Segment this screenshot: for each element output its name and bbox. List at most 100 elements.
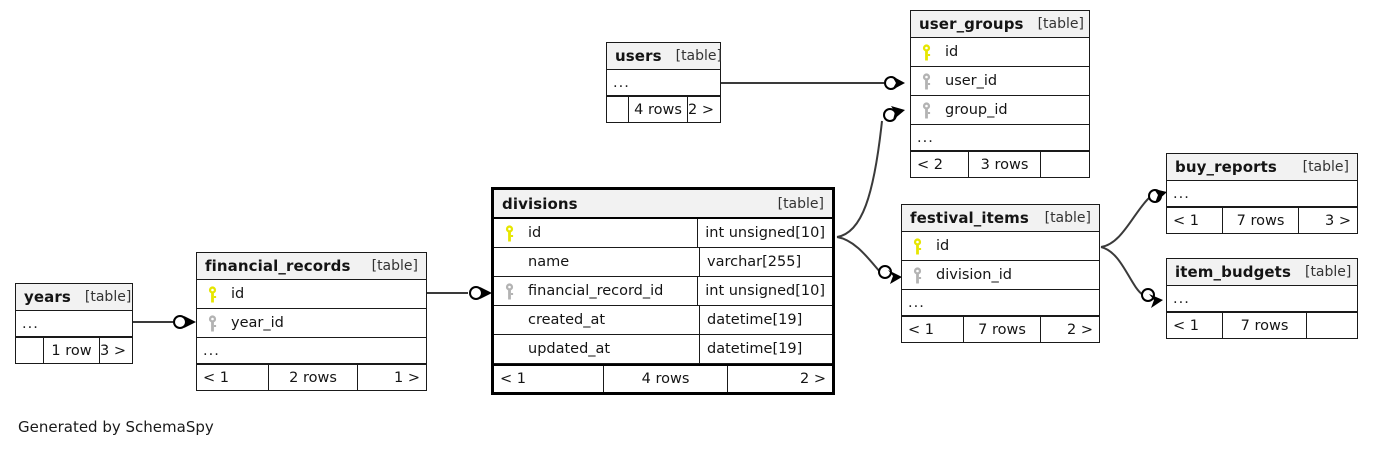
foreign-key-icon bbox=[917, 101, 935, 119]
column-row[interactable]: id int unsigned[10] bbox=[494, 219, 832, 248]
footer-right-divisions[interactable]: 2 > bbox=[800, 371, 826, 387]
table-header-financial_records: financial_records [table] bbox=[197, 253, 426, 280]
column-row[interactable]: financial_record_id int unsigned[10] bbox=[494, 277, 832, 306]
edge-circle-financial_records-year_id bbox=[173, 315, 187, 329]
edge-festival_items-buy_reports bbox=[1100, 197, 1150, 248]
table-tag-years: [table] bbox=[84, 289, 132, 305]
foreign-key-icon bbox=[500, 282, 518, 300]
primary-key-icon bbox=[908, 237, 926, 255]
table-users[interactable]: users [table] ... 4 rows 2 > bbox=[606, 42, 722, 123]
column-name-cell: name bbox=[494, 254, 699, 270]
column-label: updated_at bbox=[528, 341, 611, 357]
column-label: id bbox=[945, 44, 959, 60]
column-row[interactable]: year_id bbox=[197, 309, 426, 338]
table-divisions[interactable]: divisions [table] id int unsigned[10] na… bbox=[491, 187, 835, 395]
footer-center-users: 4 rows bbox=[629, 97, 688, 122]
footer-center-financial_records: 2 rows bbox=[269, 365, 358, 390]
table-user_groups[interactable]: user_groups [table] id user_id bbox=[910, 10, 1090, 178]
edge-circle-user_groups-user_id bbox=[884, 76, 898, 90]
footer-right-buy_reports[interactable]: 3 > bbox=[1325, 212, 1351, 229]
footer-right-financial_records[interactable]: 1 > bbox=[394, 369, 420, 386]
footer-center-divisions: 4 rows bbox=[604, 366, 728, 392]
column-row[interactable]: created_at datetime[19] bbox=[494, 306, 832, 335]
table-header-item_budgets: item_budgets [table] bbox=[1167, 259, 1357, 286]
table-footer-festival_items: < 1 7 rows 2 > bbox=[902, 316, 1099, 342]
table-tag-users: [table] bbox=[675, 48, 722, 64]
column-label: name bbox=[528, 254, 570, 270]
ellipsis-row-financial_records: ... bbox=[197, 338, 426, 364]
table-footer-years: 1 row 3 > bbox=[16, 337, 132, 363]
table-title-users: users bbox=[615, 47, 662, 65]
column-row[interactable]: id bbox=[197, 280, 426, 309]
column-type: int unsigned[10] bbox=[697, 277, 832, 305]
table-festival_items[interactable]: festival_items [table] id division_id ..… bbox=[901, 204, 1100, 343]
table-title-financial_records: financial_records bbox=[205, 257, 351, 275]
table-tag-item_budgets: [table] bbox=[1304, 264, 1352, 280]
footer-right-users[interactable]: 2 > bbox=[688, 101, 714, 118]
table-header-buy_reports: buy_reports [table] bbox=[1167, 154, 1357, 181]
footer-left-users[interactable] bbox=[607, 97, 629, 122]
footer-left-divisions[interactable]: < 1 bbox=[494, 366, 604, 392]
column-row[interactable]: division_id bbox=[902, 261, 1099, 290]
ellipsis-row-users: ... bbox=[607, 70, 720, 96]
edge-divisions-user_groups bbox=[836, 120, 883, 238]
column-name-cell: created_at bbox=[494, 312, 699, 328]
foreign-key-icon bbox=[908, 266, 926, 284]
footer-right-user_groups[interactable] bbox=[1041, 152, 1089, 177]
ellipsis-row-user_groups: ... bbox=[911, 125, 1089, 151]
table-years[interactable]: years [table] ... 1 row 3 > bbox=[15, 283, 133, 364]
table-footer-item_budgets: < 1 7 rows bbox=[1167, 312, 1357, 338]
column-name-cell: user_id bbox=[911, 72, 1089, 90]
column-row[interactable]: updated_at datetime[19] bbox=[494, 335, 832, 364]
table-item_budgets[interactable]: item_budgets [table] ... < 1 7 rows bbox=[1166, 258, 1358, 339]
table-financial_records[interactable]: financial_records [table] id year_id ...… bbox=[196, 252, 427, 391]
table-footer-users: 4 rows 2 > bbox=[607, 96, 720, 122]
footer-left-years[interactable] bbox=[16, 338, 44, 363]
footer-center-years: 1 row bbox=[44, 338, 100, 363]
arrow-user_groups-group_id bbox=[891, 106, 905, 120]
table-tag-divisions: [table] bbox=[777, 195, 824, 212]
arrow-financial_records-year_id bbox=[184, 316, 196, 328]
table-title-item_budgets: item_budgets bbox=[1175, 263, 1291, 281]
column-row[interactable]: id bbox=[902, 232, 1099, 261]
table-header-years: years [table] bbox=[16, 284, 132, 311]
column-row[interactable]: user_id bbox=[911, 67, 1089, 96]
edge-divisions-festival_items bbox=[836, 236, 881, 273]
table-buy_reports[interactable]: buy_reports [table] ... < 1 7 rows 3 > bbox=[1166, 153, 1358, 234]
column-name-cell: id bbox=[911, 43, 1089, 61]
footer-right-years[interactable]: 3 > bbox=[100, 342, 126, 359]
column-type: datetime[19] bbox=[699, 306, 832, 334]
column-label: id bbox=[936, 238, 950, 254]
footer-left-festival_items[interactable]: < 1 bbox=[902, 317, 964, 342]
column-name-cell: year_id bbox=[197, 314, 426, 332]
column-row[interactable]: id bbox=[911, 38, 1089, 67]
table-title-years: years bbox=[24, 288, 71, 306]
table-header-festival_items: festival_items [table] bbox=[902, 205, 1099, 232]
generated-by-caption: Generated by SchemaSpy bbox=[18, 418, 214, 436]
column-name-cell: id bbox=[494, 224, 697, 242]
table-footer-user_groups: < 2 3 rows bbox=[911, 151, 1089, 177]
footer-left-financial_records[interactable]: < 1 bbox=[197, 365, 269, 390]
column-name-cell: financial_record_id bbox=[494, 282, 697, 300]
primary-key-icon bbox=[203, 285, 221, 303]
column-label: id bbox=[528, 225, 542, 241]
table-tag-financial_records: [table] bbox=[371, 258, 418, 274]
column-label: division_id bbox=[936, 267, 1012, 283]
column-label: user_id bbox=[945, 73, 998, 89]
footer-right-festival_items[interactable]: 2 > bbox=[1067, 321, 1093, 338]
footer-right-item_budgets[interactable] bbox=[1307, 313, 1357, 338]
arrow-festival_items-division_id bbox=[888, 270, 902, 284]
edge-circle-buy_reports bbox=[1148, 189, 1162, 203]
column-name-cell: id bbox=[197, 285, 426, 303]
table-tag-buy_reports: [table] bbox=[1302, 159, 1349, 175]
column-row[interactable]: group_id bbox=[911, 96, 1089, 125]
edge-circle-user_groups-group_id bbox=[883, 108, 897, 122]
primary-key-icon bbox=[500, 224, 518, 242]
column-type: int unsigned[10] bbox=[697, 219, 832, 247]
arrow-user_groups-user_id bbox=[892, 76, 905, 90]
footer-left-user_groups[interactable]: < 2 bbox=[911, 152, 969, 177]
footer-left-item_budgets[interactable]: < 1 bbox=[1167, 313, 1223, 338]
table-footer-divisions: < 1 4 rows 2 > bbox=[494, 364, 832, 392]
column-row[interactable]: name varchar[255] bbox=[494, 248, 832, 277]
footer-left-buy_reports[interactable]: < 1 bbox=[1167, 208, 1223, 233]
